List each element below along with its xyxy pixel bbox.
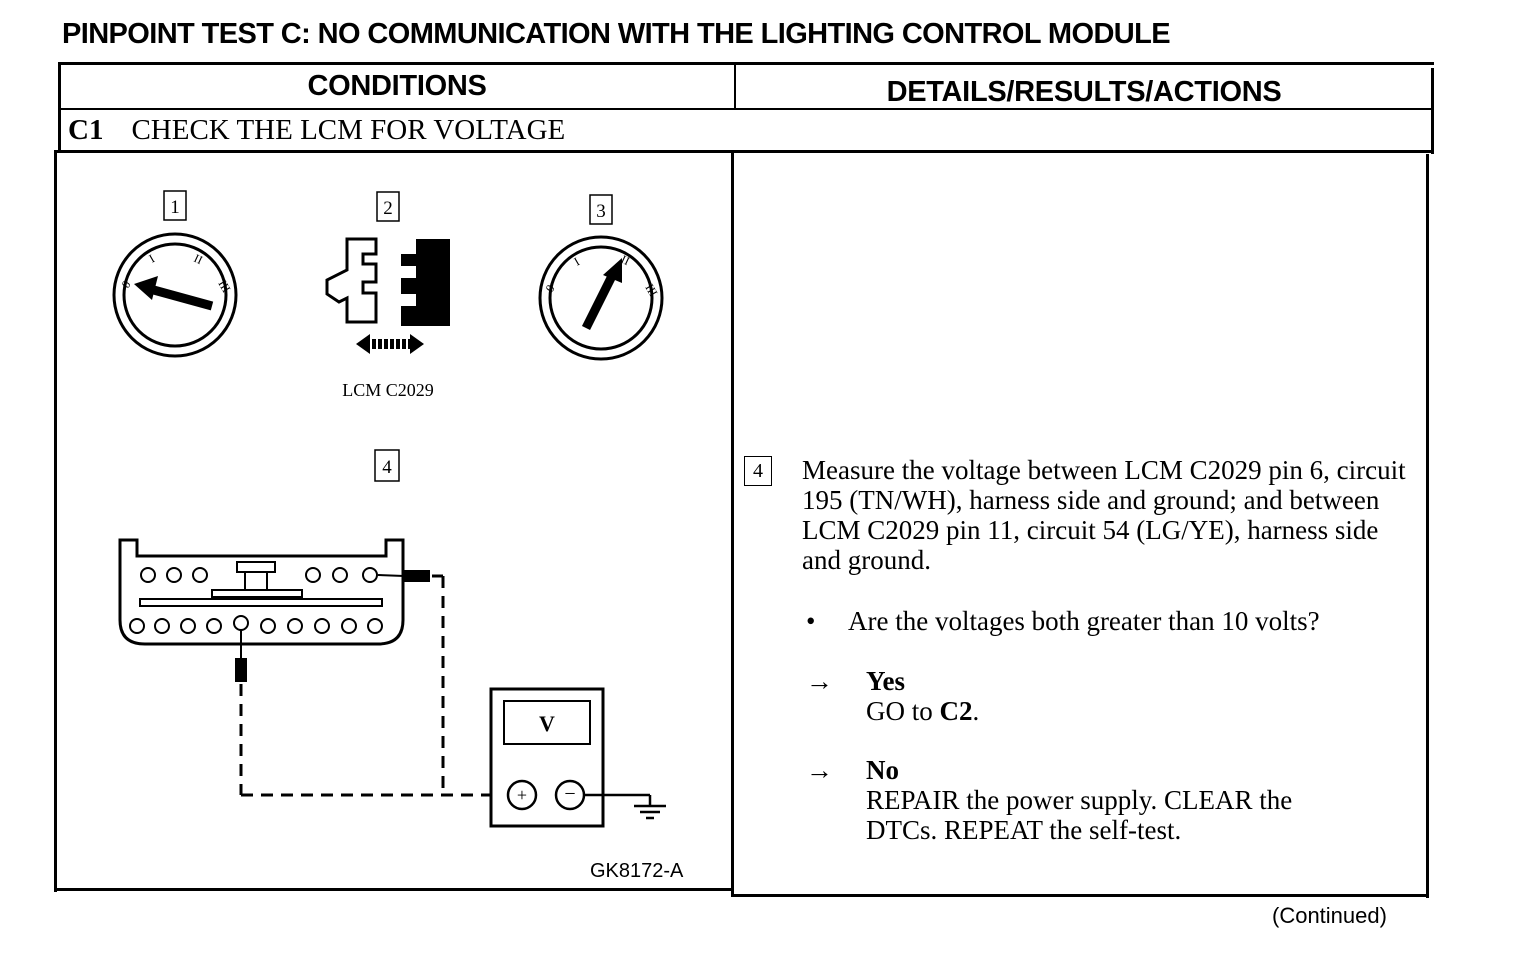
svg-text:III: III [642,282,660,299]
lcm-connector-icon [118,538,405,646]
step-number-box-4: 4 [374,449,400,482]
table-border-bottom [54,888,732,891]
meter-display-label: V [539,711,555,736]
step-bottom-rule [56,150,1432,153]
connector-label: LCM C2029 [342,380,434,400]
ground-symbol-icon [584,793,666,820]
header-divider [734,64,736,110]
answer-yes-action-target: C2 [939,696,973,726]
arrow-right-icon: → [806,666,833,696]
step-number-box: 4 [744,456,772,486]
bullet-icon: • [806,606,816,636]
test-illustration: 1 2 3 4 0 I II III LCM C2029 0 I [112,190,666,828]
svg-text:I: I [572,254,582,268]
figure-label-4: 4 [382,457,392,478]
column-header-details: DETAILS/RESULTS/ACTIONS [886,76,1282,108]
step-code: C1 [68,114,104,146]
svg-text:I: I [147,251,157,265]
connector-disconnect-icon [325,237,450,354]
svg-text:0: 0 [542,282,557,294]
answer-no-label: No [866,755,899,785]
table-border-left-lower [54,150,57,892]
column-divider [731,152,734,897]
question-row: • Are the voltages both greater than 10 v… [806,606,1320,637]
test-leads [235,570,491,797]
page-title: PINPOINT TEST C: NO COMMUNICATION WITH T… [62,18,1171,50]
answer-yes-action-prefix: GO to [866,696,940,726]
table-border-left [58,62,61,150]
step-heading: C1 CHECK THE LCM FOR VOLTAGE [68,114,565,147]
figure-id: GK8172-A [590,860,684,882]
figure-label-2: 2 [383,198,393,219]
ignition-switch-run-icon: 0 I II III [538,235,664,361]
question-text: Are the voltages both greater than 10 vo… [848,606,1320,636]
answer-yes-label: Yes [866,666,905,696]
step-number-box-3: 3 [589,194,613,225]
step-title: CHECK THE LCM FOR VOLTAGE [131,114,566,146]
svg-text:III: III [215,278,233,295]
table-border-right-lower [1426,154,1429,898]
answer-yes-action: GO to C2. [866,696,1426,726]
answer-yes-action-suffix: . [972,696,980,726]
header-bottom-rule [60,108,1432,110]
svg-text:−: − [564,783,575,805]
column-header-conditions: CONDITIONS [307,70,487,102]
step-number-box-1: 1 [163,190,187,221]
table-border-right [1431,68,1434,154]
figure-label-1: 1 [170,197,180,218]
voltmeter-icon: + − [489,687,605,828]
arrow-right-icon: → [806,755,833,785]
table-border-bottom-right [731,894,1429,897]
measure-instruction: Measure the voltage between LCM C2029 pi… [802,455,1406,575]
step-number-box-2: 2 [376,191,400,222]
answer-no-action: REPAIR the power supply. CLEAR the DTCs.… [866,785,1293,845]
ignition-switch-off-icon: 0 I II III [112,232,238,358]
svg-text:II: II [192,251,205,267]
continued-note: (Continued) [1272,903,1387,928]
figure-label-3: 3 [596,201,606,222]
table-border-top [60,62,1434,65]
svg-text:+: + [517,785,527,805]
